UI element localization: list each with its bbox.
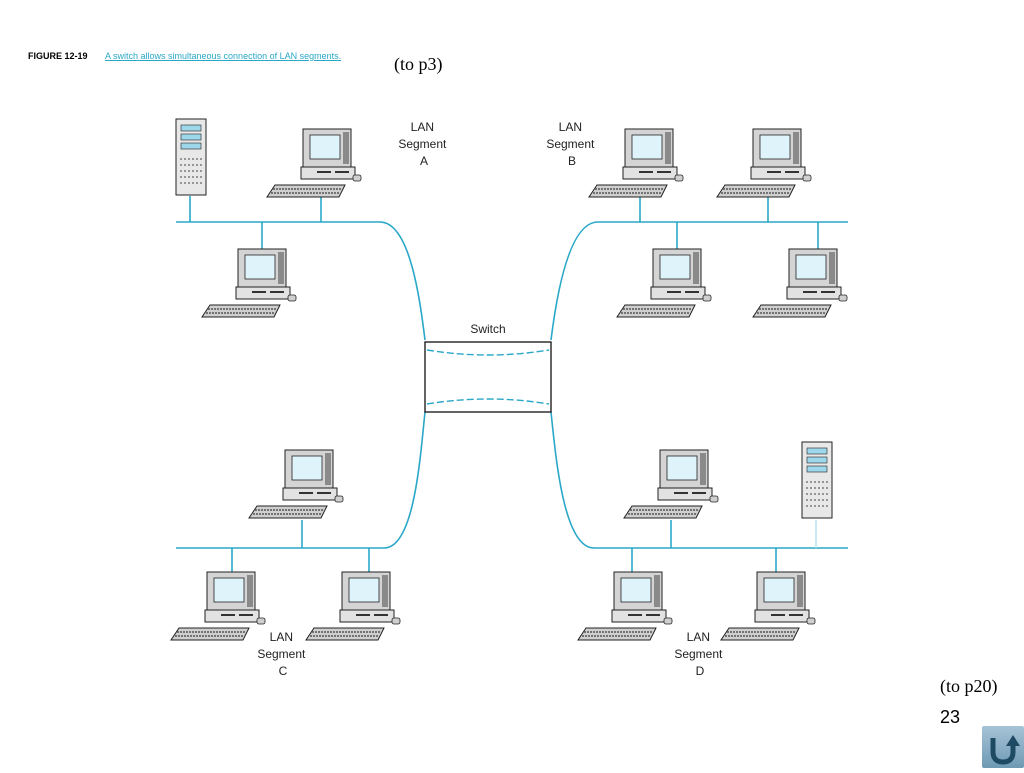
figure-label: FIGURE 12-19 [28, 51, 88, 61]
figure-caption-link[interactable]: A switch allows simultaneous connection … [105, 51, 342, 61]
desktop-computer-icon [170, 571, 266, 641]
segment-a-bus [176, 221, 426, 341]
switch: Switch [424, 322, 552, 413]
desktop-computer-icon [577, 571, 673, 641]
segment-d-bus [550, 411, 848, 549]
lan-segment-b-label: LAN Segment B [546, 120, 597, 168]
desktop-computer-icon [201, 248, 297, 318]
switch-label: Switch [470, 322, 505, 336]
segment-b-bus [550, 221, 848, 341]
desktop-computer-icon [623, 449, 719, 519]
return-arrow-icon [990, 735, 1020, 765]
desktop-computer-icon [248, 449, 344, 519]
desktop-computer-icon [720, 571, 816, 641]
segment-c-bus [176, 411, 426, 549]
return-button[interactable] [982, 726, 1024, 768]
server-icon [801, 441, 833, 519]
desktop-computer-icon [616, 248, 712, 318]
desktop-computer-icon [588, 128, 684, 198]
desktop-computer-icon [716, 128, 812, 198]
lan-segment-c-label: LAN Segment C [257, 630, 308, 678]
server-icon [175, 118, 207, 196]
cables [176, 194, 848, 574]
desktop-computer-icon [752, 248, 848, 318]
lan-segment-a-label: LAN Segment A [398, 120, 449, 168]
link-to-p3[interactable]: (to p3) [394, 54, 443, 74]
page-number: 23 [940, 707, 961, 727]
desktop-computer-icon [305, 571, 401, 641]
link-to-p20[interactable]: (to p20) [940, 676, 998, 696]
lan-segment-d-label: LAN Segment D [674, 630, 725, 678]
desktop-computer-icon [266, 128, 362, 198]
